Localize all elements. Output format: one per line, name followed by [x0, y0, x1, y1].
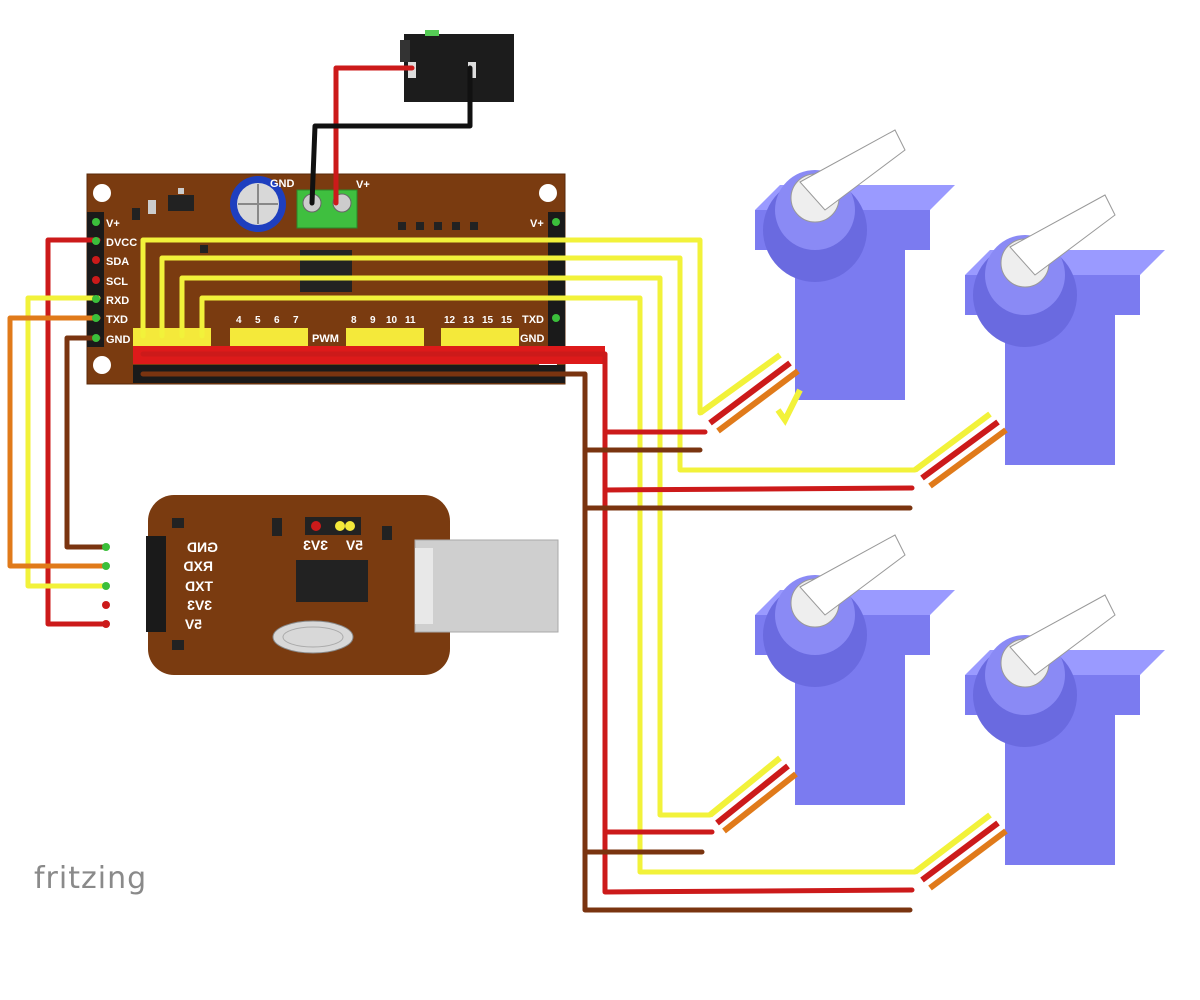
channel-number: 11	[405, 315, 416, 326]
fritzing-logo: fritzing	[34, 861, 147, 896]
channel-numbers: 4 5 6 7 8 9 10 11 12 13 15 15	[236, 315, 513, 326]
terminal-block: GND V+	[270, 178, 370, 229]
pin-vplus-label: V+	[106, 218, 120, 230]
crystal-icon	[272, 620, 354, 654]
right-pin-vplus-label: V+	[530, 218, 544, 230]
pin-scl-label: SCL	[106, 276, 128, 288]
dc-jack-icon	[400, 30, 514, 102]
channel-number: 4	[236, 315, 242, 326]
usb-connector-icon	[414, 539, 559, 633]
channel-number: 5	[255, 315, 261, 326]
usb-pin-gnd-label: GND	[187, 539, 218, 555]
channel-number: 12	[444, 315, 456, 326]
capacitor-icon	[230, 176, 286, 232]
terminal-gnd-label: GND	[270, 178, 295, 190]
servo-icon	[965, 194, 1165, 465]
usb-pin-3v3-label: 3V3	[187, 597, 212, 613]
channel-number: 15	[482, 315, 494, 326]
right-pin-txd-label: TXD	[522, 314, 544, 326]
usb-pin-rxd-label: RXD	[183, 558, 213, 574]
usb-pin-5v-label: 5V	[184, 616, 202, 632]
servo-icon	[755, 129, 955, 426]
pwm-right-pin-labels: V+ TXD	[522, 218, 560, 326]
pwm-label: PWM	[312, 333, 339, 345]
channel-number: 8	[351, 315, 357, 326]
servo-leads	[698, 352, 1008, 891]
terminal-vplus-label: V+	[356, 179, 370, 191]
usb-serial-pin-labels: GND RXD TXD 3V3 5V 3V3 5V	[102, 537, 363, 632]
jumper-3v3-label: 3V3	[303, 537, 328, 553]
pin-sda-label: SDA	[106, 256, 129, 268]
pwm-left-pin-labels: V+ DVCC SDA SCL RXD TXD GND	[92, 218, 137, 346]
jumper-5v-label: 5V	[345, 537, 363, 553]
pin-dvcc-label: DVCC	[106, 237, 137, 249]
channel-number: 13	[463, 315, 475, 326]
pin-gnd-label: GND	[106, 334, 131, 346]
servo-icon	[965, 594, 1165, 865]
channel-number: 9	[370, 315, 376, 326]
servo-icon	[755, 534, 955, 805]
channel-number: 7	[293, 315, 299, 326]
wires	[7, 65, 918, 913]
right-gnd-label: GND	[520, 333, 545, 345]
channel-number: 6	[274, 315, 280, 326]
channel-number: 10	[386, 315, 398, 326]
pin-txd-label: TXD	[106, 314, 128, 326]
channel-number: 15	[501, 315, 513, 326]
usb-serial-board	[146, 495, 559, 675]
usb-pin-txd-label: TXD	[185, 578, 213, 594]
pin-rxd-label: RXD	[106, 295, 129, 307]
